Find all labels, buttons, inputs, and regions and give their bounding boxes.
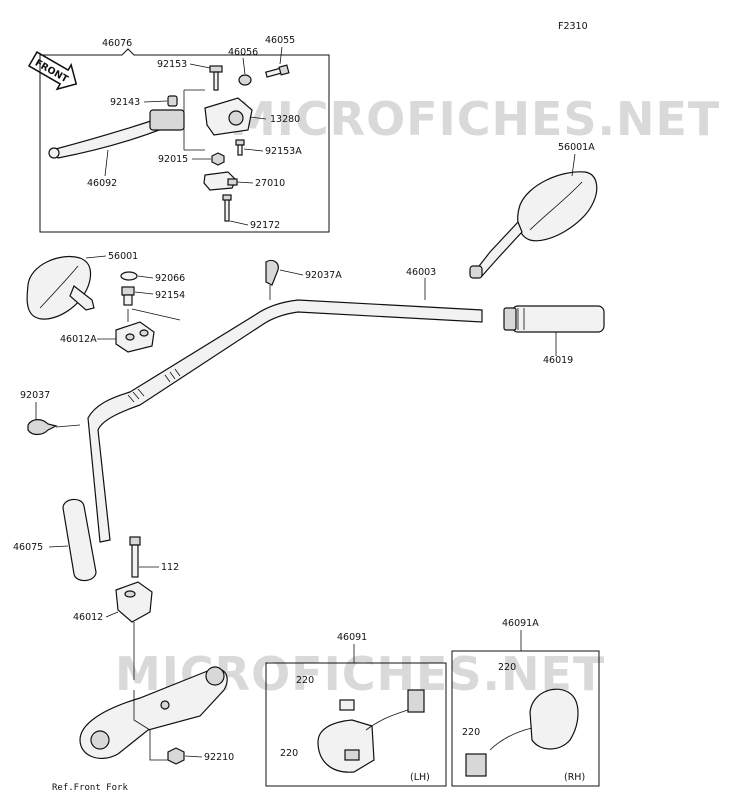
switch-box-lh	[265, 662, 447, 787]
label-46055: 46055	[265, 35, 295, 46]
label-220-lh-a: 220	[296, 675, 314, 686]
screw-92172	[222, 194, 232, 222]
clutch-lever	[48, 109, 185, 159]
label-92210: 92210	[204, 752, 234, 763]
nut-92015	[211, 152, 225, 166]
label-13280: 13280	[270, 114, 300, 125]
switch-rh	[465, 688, 579, 777]
label-rh: (RH)	[564, 772, 585, 783]
label-92153A: 92153A	[265, 146, 302, 157]
upper-clamp-46012A	[115, 321, 155, 353]
nut-92210	[167, 747, 185, 765]
lever-assembly-box	[39, 48, 330, 233]
label-lh: (LH)	[410, 772, 430, 783]
label-46056: 46056	[228, 47, 258, 58]
clutch-switch	[203, 171, 238, 191]
switch-lh	[317, 689, 425, 773]
upper-bracket	[79, 666, 228, 759]
label-92037A: 92037A	[305, 270, 342, 281]
label-46076: 46076	[102, 38, 132, 49]
bolt-112	[129, 536, 141, 578]
label-27010: 27010	[255, 178, 285, 189]
label-92066: 92066	[155, 273, 185, 284]
lower-clamp-46012	[115, 581, 153, 623]
label-46012A: 46012A	[60, 334, 97, 345]
lever-holder	[204, 97, 253, 136]
handlebar-46003	[87, 299, 483, 543]
label-46091: 46091	[337, 632, 367, 643]
label-46075: 46075	[13, 542, 43, 553]
clip-92037A	[265, 259, 279, 300]
label-46003: 46003	[406, 267, 436, 278]
label-92172: 92172	[250, 220, 280, 231]
label-56001A: 56001A	[558, 142, 595, 153]
screw-92153A	[235, 139, 245, 156]
switch-box-rh	[451, 650, 600, 787]
label-46019: 46019	[543, 355, 573, 366]
label-220-lh-b: 220	[280, 748, 298, 759]
label-92143: 92143	[110, 97, 140, 108]
screw-46055	[265, 64, 290, 78]
front-arrow-icon: FRONT	[27, 51, 78, 91]
mirror-left	[26, 256, 95, 320]
label-112: 112	[161, 562, 179, 573]
ref-front-fork: Ref.Front Fork	[52, 783, 128, 793]
label-92015: 92015	[158, 154, 188, 165]
bushing-92143	[167, 95, 178, 107]
washer-46056	[238, 74, 252, 86]
label-46012: 46012	[73, 612, 103, 623]
grip-left-46075	[62, 498, 97, 582]
bolt-92153	[209, 65, 223, 91]
bolt-92154	[121, 286, 135, 306]
label-220-rh-b: 220	[462, 727, 480, 738]
label-46092: 46092	[87, 178, 117, 189]
washer-92066	[120, 271, 138, 281]
label-56001: 56001	[108, 251, 138, 262]
mirror-right	[469, 171, 598, 279]
figure-code: F2310	[558, 21, 588, 32]
label-46091A: 46091A	[502, 618, 539, 629]
grip-right-46019	[503, 305, 605, 333]
watermark-top: MICROFICHES.NET	[230, 92, 720, 146]
label-220-rh-a: 220	[498, 662, 516, 673]
label-92153: 92153	[157, 59, 187, 70]
label-92037: 92037	[20, 390, 50, 401]
clip-92037	[27, 419, 81, 436]
label-92154: 92154	[155, 290, 185, 301]
